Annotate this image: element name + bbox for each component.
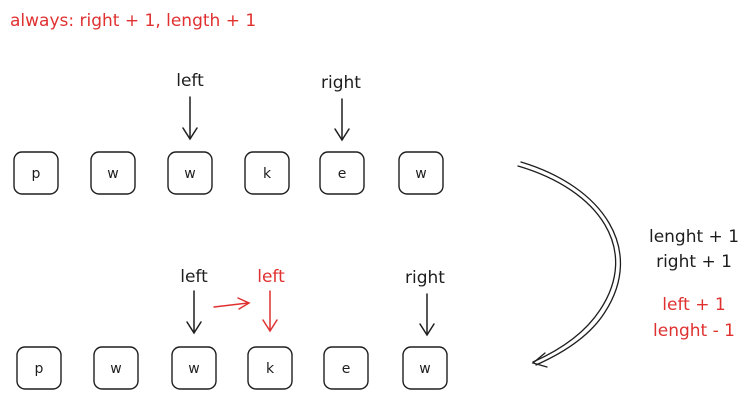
bottom-cell-3: k — [247, 346, 293, 390]
bottom-cell-char: w — [188, 361, 199, 377]
top-cell-box — [90, 151, 136, 195]
top-cell-0: p — [13, 151, 59, 195]
bottom-cell-0: p — [16, 346, 62, 390]
bottom-cell-1: w — [93, 346, 139, 390]
top-cell-char: k — [263, 166, 272, 182]
top-cell-char: w — [184, 166, 195, 182]
bottom-cell-box — [16, 346, 62, 390]
top-cell-4: e — [319, 151, 365, 195]
top-right-pointer-label: right — [321, 73, 361, 93]
transition-curve-arrow-icon — [517, 161, 622, 368]
bottom-row: p w w k e w — [16, 346, 448, 390]
top-cell-char: e — [338, 166, 347, 182]
header-rule: always: right + 1, length + 1 — [10, 11, 256, 31]
bottom-cell-char: e — [342, 361, 351, 377]
note-length-minus: lenght - 1 — [653, 321, 735, 341]
top-cell-char: w — [415, 166, 426, 182]
top-cell-box — [244, 151, 290, 195]
bottom-cell-box — [247, 346, 293, 390]
top-cell-box — [319, 151, 365, 195]
bottom-cell-box — [323, 346, 369, 390]
bottom-cell-box — [93, 346, 139, 390]
bottom-cell-2: w — [171, 346, 217, 390]
bottom-right-pointer-label: right — [405, 268, 445, 288]
left-shift-arrow-icon — [213, 297, 251, 310]
top-cell-box — [167, 151, 213, 195]
bottom-cell-char: p — [35, 361, 44, 377]
top-left-pointer-label: left — [176, 71, 204, 91]
bottom-left-pointer-label: left — [180, 267, 208, 287]
top-cell-char: p — [32, 166, 41, 182]
bottom-cell-box — [171, 346, 217, 390]
bottom-cell-char: w — [419, 361, 430, 377]
top-left-pointer-arrow-icon — [182, 96, 198, 141]
bottom-cell-5: w — [402, 346, 448, 390]
top-row: p w w k e w — [13, 151, 444, 195]
top-right-pointer-arrow-icon — [334, 98, 350, 142]
bottom-cell-box — [402, 346, 448, 390]
bottom-left-pointer-arrow-icon — [186, 290, 202, 335]
top-cell-char: w — [107, 166, 118, 182]
top-cell-box — [398, 151, 444, 195]
bottom-left-new-pointer-label: left — [257, 267, 285, 287]
note-left-plus: left + 1 — [662, 295, 725, 315]
bottom-cell-char: w — [110, 361, 121, 377]
note-right-plus: right + 1 — [656, 252, 732, 272]
bottom-cell-char: k — [266, 361, 275, 377]
top-cell-1: w — [90, 151, 136, 195]
top-cell-2: w — [167, 151, 213, 195]
top-cell-box — [13, 151, 59, 195]
note-length-plus: lenght + 1 — [649, 227, 739, 247]
bottom-right-pointer-arrow-icon — [419, 293, 435, 337]
bottom-left-new-pointer-arrow-icon — [262, 290, 278, 333]
bottom-cell-4: e — [323, 346, 369, 390]
top-cell-5: w — [398, 151, 444, 195]
top-cell-3: k — [244, 151, 290, 195]
